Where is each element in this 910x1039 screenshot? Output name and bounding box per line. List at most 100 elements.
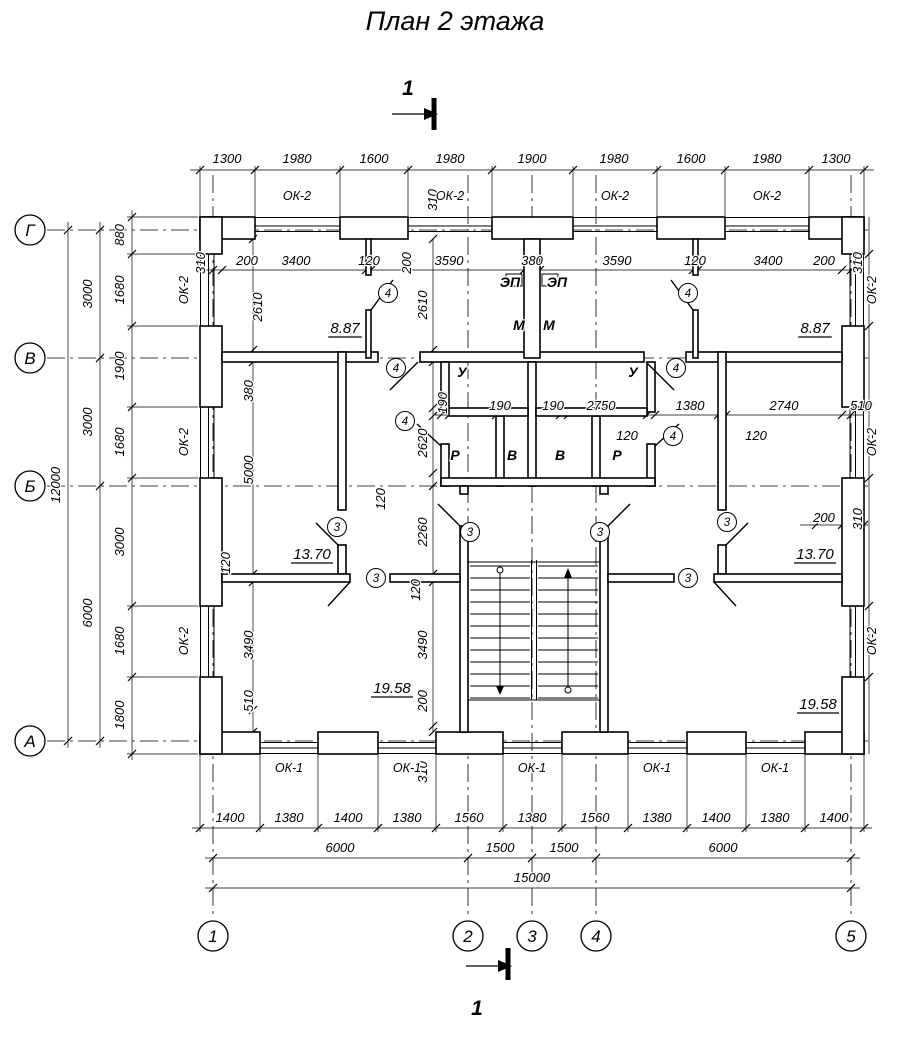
room-label: В	[555, 447, 565, 463]
dim-tick	[811, 520, 821, 530]
dimension-label: 510	[241, 689, 256, 711]
dimension-label: 1400	[334, 810, 364, 825]
dimension-label: 200	[812, 253, 835, 268]
dimension-label: 3590	[435, 253, 465, 268]
dimension-label: 1400	[702, 810, 732, 825]
dimension-label: 1800	[112, 700, 127, 730]
dim-tick	[428, 468, 438, 478]
dim-tick	[95, 736, 105, 746]
room-area-label: 19.58	[373, 680, 411, 697]
window-label: ОК-2	[865, 428, 879, 456]
axis-bubble-label: А	[23, 732, 35, 751]
dimension-label: 1680	[112, 626, 127, 656]
dimension-label: 1600	[360, 151, 390, 166]
door-marker	[366, 568, 386, 588]
dimension-label: 380	[241, 379, 256, 401]
dimension-label: 2610	[250, 292, 265, 323]
dimension-label: 1900	[518, 151, 548, 166]
window-label: ОК-2	[601, 189, 629, 203]
dimension-label: 510	[850, 398, 872, 413]
dimension-label: 200	[235, 253, 258, 268]
door-marker	[678, 283, 698, 303]
windows	[200, 217, 864, 754]
door-marker-number: 3	[373, 573, 380, 585]
dim-tick	[864, 321, 874, 331]
room-label: Р	[612, 447, 622, 463]
axis-bubble	[580, 920, 612, 952]
door-marker	[663, 426, 683, 446]
staircase	[468, 560, 600, 701]
dim-tick	[864, 601, 874, 611]
door-marker-number: 4	[385, 288, 391, 300]
window-label: ОК-1	[518, 761, 546, 775]
dimension-label: 310	[850, 251, 865, 273]
window-label: ОК-2	[177, 428, 191, 456]
dimension-label: 1560	[581, 810, 611, 825]
dimension-label: 310	[425, 188, 440, 210]
dimension-label: 1980	[753, 151, 783, 166]
dim-tick	[95, 225, 105, 235]
dimension-label: 120	[684, 253, 706, 268]
dimension-label: 190	[435, 391, 450, 413]
dimension-label: 120	[218, 551, 233, 573]
door-leaves	[315, 279, 749, 607]
door-marker	[395, 411, 415, 431]
dimension-label: 1980	[600, 151, 630, 166]
door-marker-number: 4	[685, 288, 691, 300]
room-area-label: 19.58	[799, 696, 837, 713]
door-marker	[666, 358, 686, 378]
dimension-label: 200	[415, 689, 430, 712]
dim-tick	[428, 721, 438, 731]
dimension-label: 2620	[415, 428, 430, 459]
dimension-label: 120	[745, 428, 767, 443]
door-marker	[678, 568, 698, 588]
door-marker-number: 4	[673, 363, 679, 375]
axis-bubble	[516, 920, 548, 952]
room-area-label: 8.87	[800, 320, 830, 337]
door-marker-number: 4	[670, 431, 676, 443]
dimension-label: 1600	[677, 151, 707, 166]
interior-walls	[221, 238, 843, 733]
dim-tick	[63, 225, 73, 235]
dimension-label: 1680	[112, 275, 127, 305]
window-label: ОК-2	[177, 627, 191, 655]
axis-bubble	[452, 920, 484, 952]
dimension-label: 1980	[283, 151, 313, 166]
exterior-walls	[199, 216, 865, 755]
door-marker-number: 3	[467, 527, 474, 539]
axis-bubble	[14, 725, 46, 757]
dim-tick	[428, 403, 438, 413]
stair-path-start	[496, 566, 504, 574]
axis-bubble-label: Г	[25, 221, 36, 240]
dim-tick	[837, 265, 847, 275]
dimension-label: 3590	[603, 253, 633, 268]
axis-bubble	[835, 920, 867, 952]
axis-bubble-label: 5	[846, 927, 856, 946]
dim-tick	[650, 410, 660, 420]
door-marker-number: 3	[685, 573, 692, 585]
section-cut-marker-bottom: 1	[466, 948, 512, 1021]
dimension-label: 3400	[282, 253, 312, 268]
dimension-label: 3490	[241, 630, 256, 660]
window-label: ОК-2	[865, 627, 879, 655]
dim-tick	[95, 481, 105, 491]
dimension-label: 1300	[822, 151, 852, 166]
window-label: ОК-1	[275, 761, 303, 775]
dimension-label: 310	[415, 760, 430, 782]
window-label: ОК-2	[177, 276, 191, 304]
door-marker	[378, 283, 398, 303]
dimension-label: 200	[399, 251, 414, 274]
door-marker	[460, 522, 480, 542]
door-marker-number: 3	[597, 527, 604, 539]
dimension-label: 1400	[820, 810, 850, 825]
dimension-label: 2610	[415, 290, 430, 321]
dimension-label: 120	[408, 578, 423, 600]
dimension-label: 1680	[112, 427, 127, 457]
dimension-label: 1380	[761, 810, 791, 825]
page-title: План 2 этажа	[366, 6, 545, 36]
dimension-label: 1980	[436, 151, 466, 166]
dimension-label: 1400	[216, 810, 246, 825]
dimension-label: 6000	[326, 840, 356, 855]
